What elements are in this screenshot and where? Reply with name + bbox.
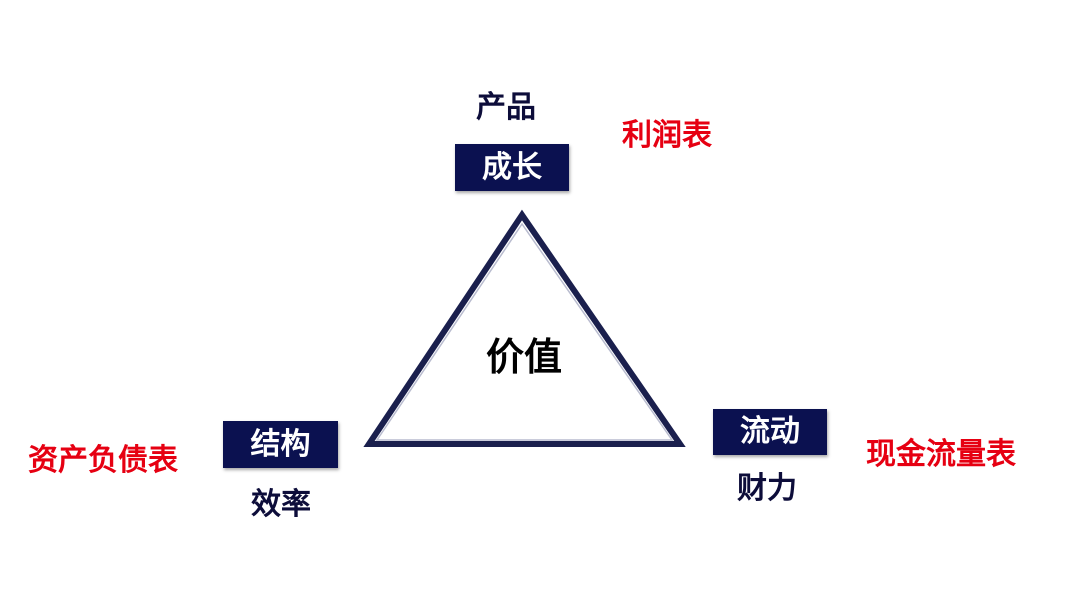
- top-upper-label: 产品: [476, 90, 536, 125]
- left-lower-label: 效率: [251, 487, 311, 522]
- left-statement-balance: 资产负债表: [28, 443, 178, 478]
- triangle-inner-highlight: [375, 222, 674, 441]
- top-box-growth: 成长: [455, 144, 569, 191]
- right-lower-label: 财力: [737, 471, 797, 506]
- right-statement-cashflow: 现金流量表: [866, 437, 1016, 472]
- left-box-structure: 结构: [223, 421, 338, 468]
- center-label-value: 价值: [486, 335, 563, 379]
- triangle-outline: [363, 209, 686, 447]
- top-statement-income: 利润表: [622, 118, 712, 153]
- right-box-flow: 流动: [713, 409, 827, 455]
